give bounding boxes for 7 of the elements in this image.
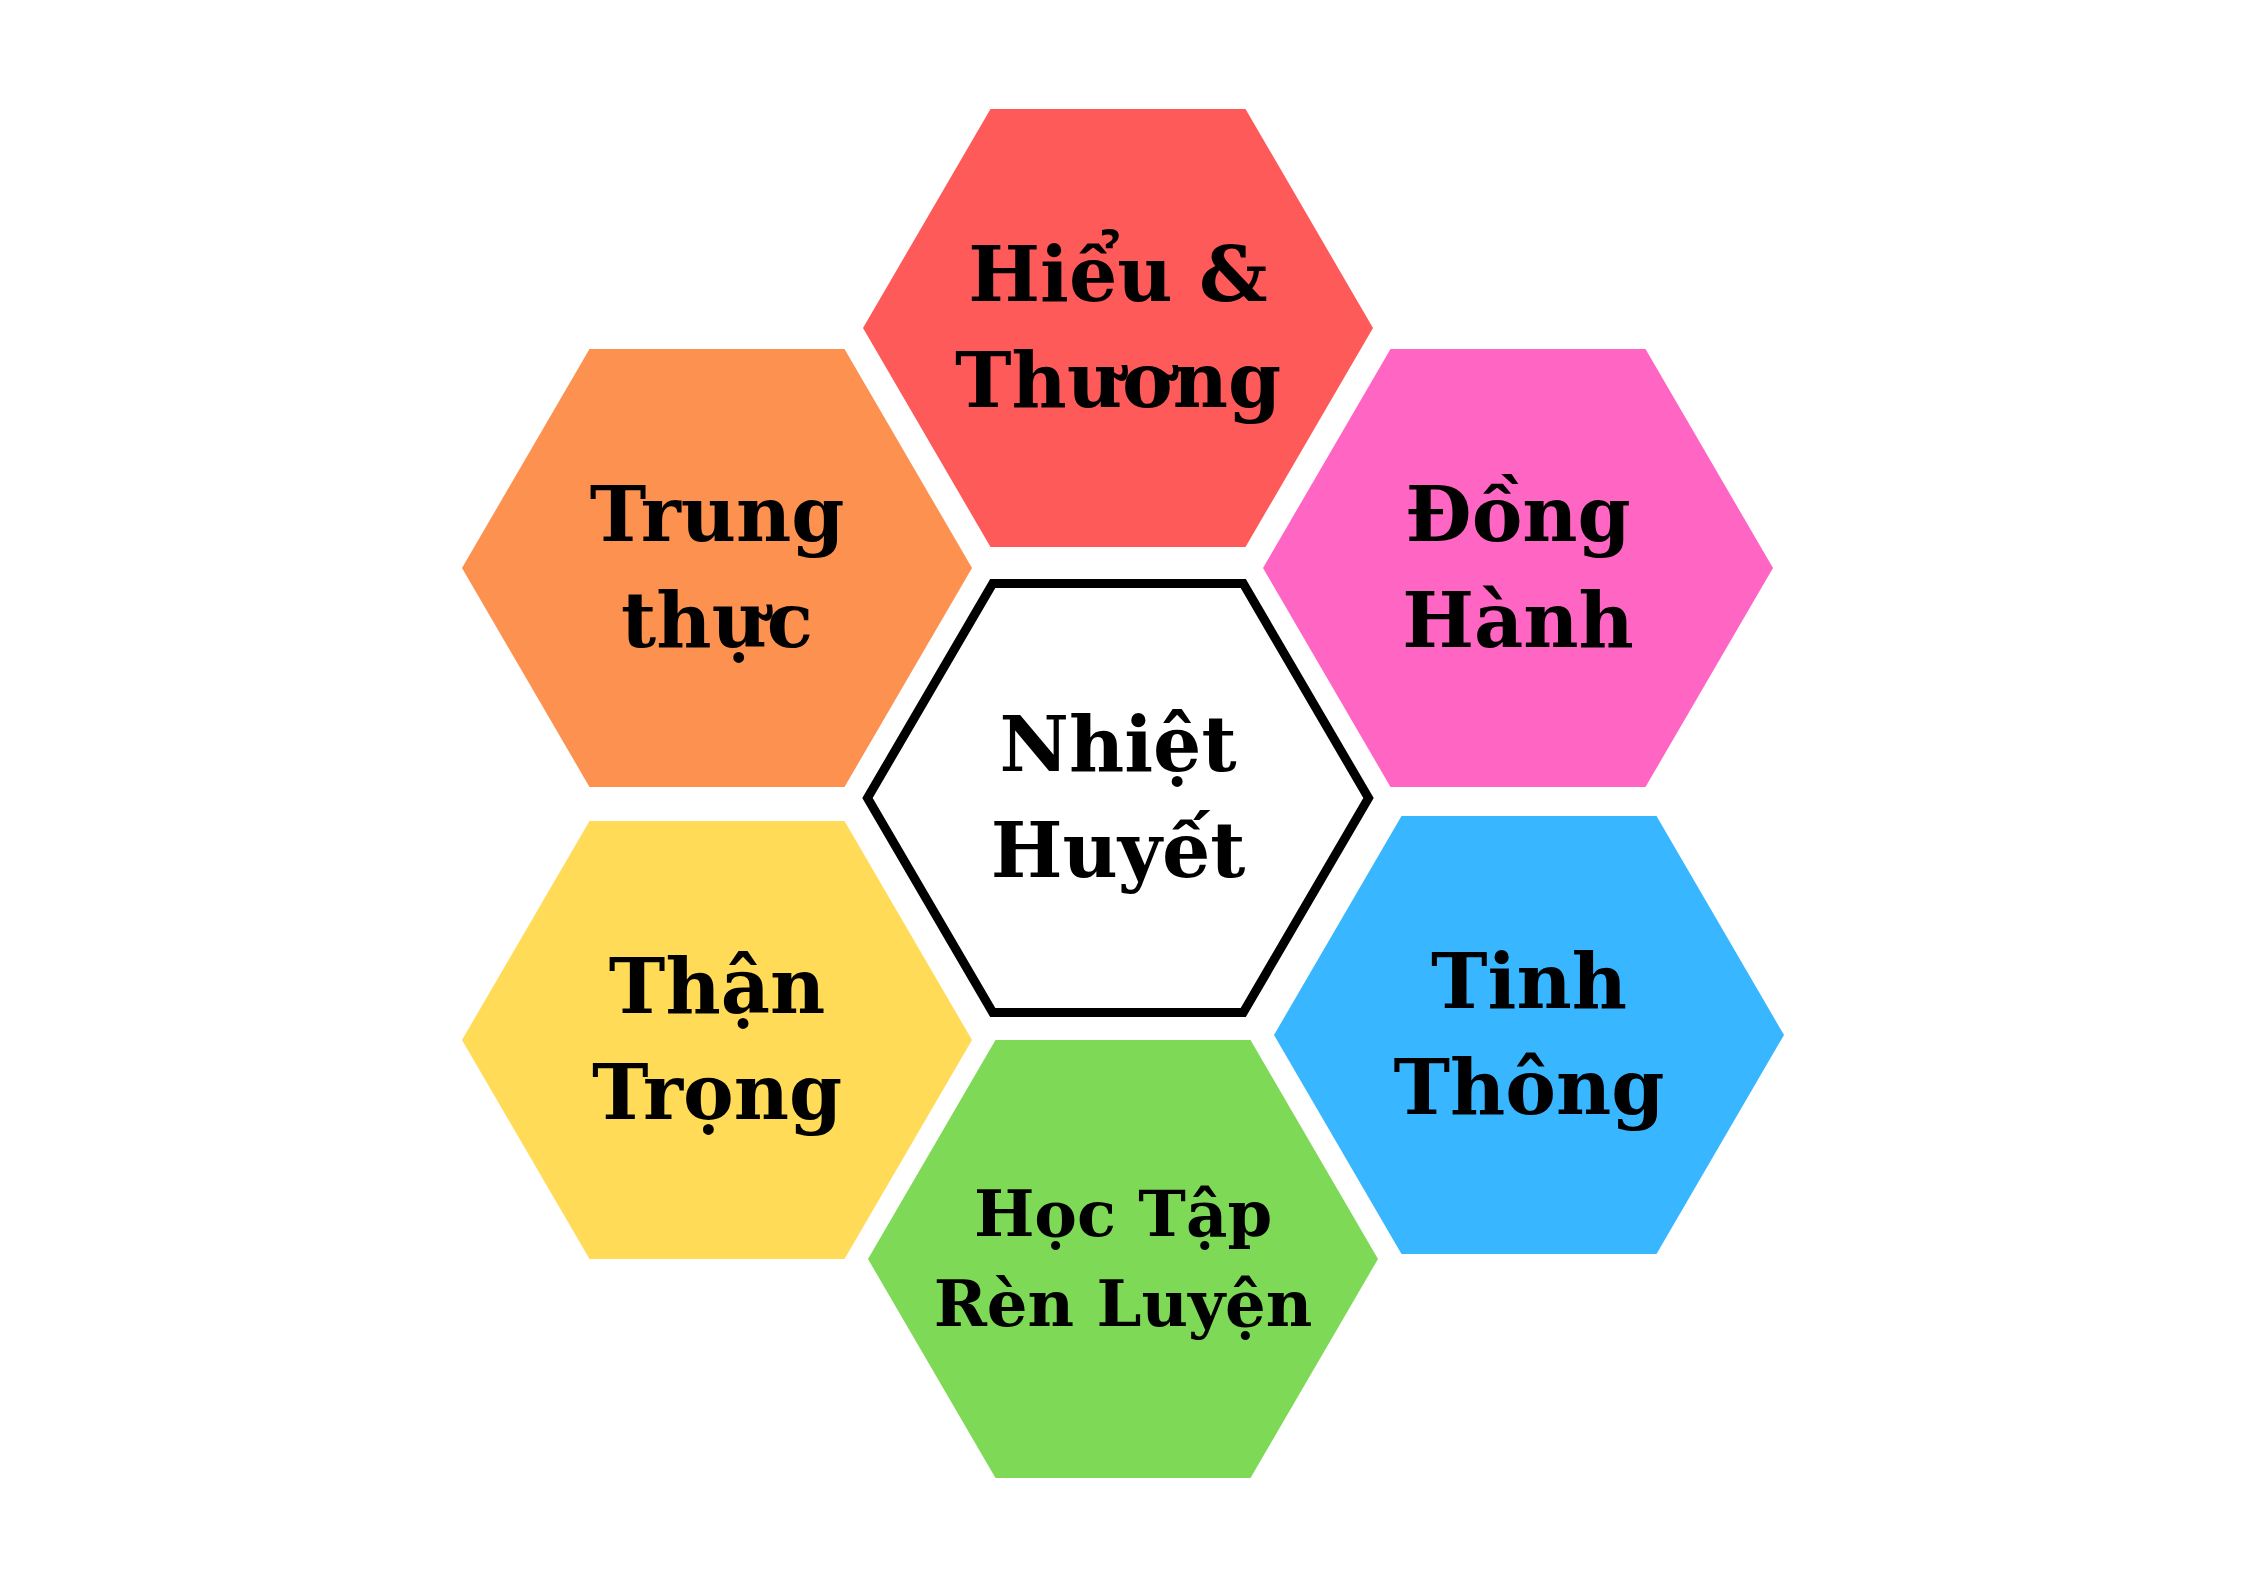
hexagon-label: Trung thực [588,468,846,667]
hexagon-label: Nhiệt Huyết [989,698,1247,897]
hexagon-label: Thận Trọng [590,940,844,1139]
hexagon-label: Đồng Hành [1401,468,1635,667]
hexagon-label: Học Tập Rèn Luyện [932,1175,1314,1343]
hexagon-label: Tinh Thông [1392,935,1666,1134]
hexagon-label: Hiểu & Thương [953,228,1283,427]
